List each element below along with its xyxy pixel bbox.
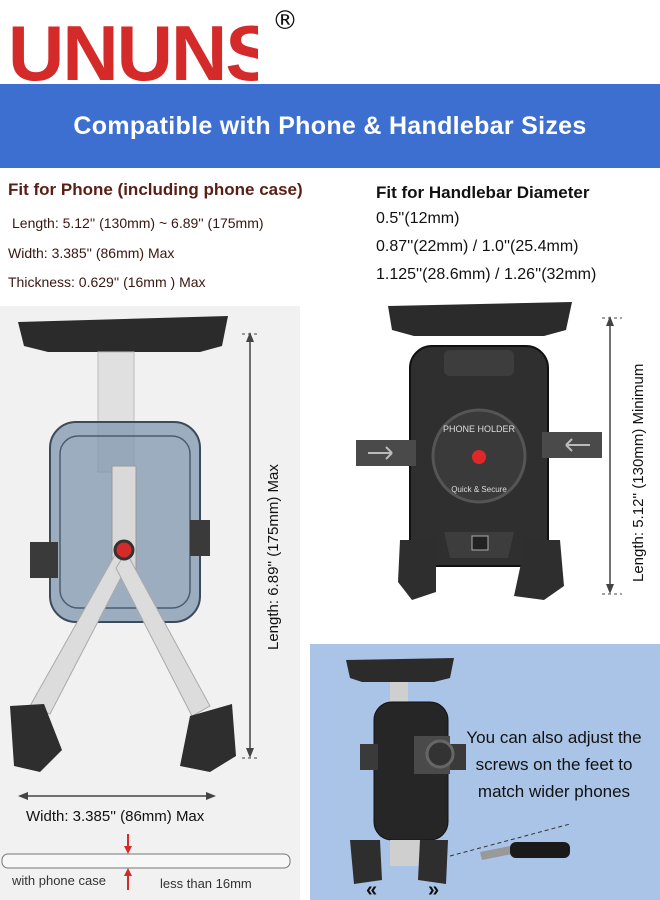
brand-name: UNUNS bbox=[8, 14, 258, 88]
svg-text:Quick & Secure: Quick & Secure bbox=[451, 485, 507, 494]
right-length-label: Length: 5.12'' (130mm) Minimum bbox=[630, 363, 647, 582]
handlebar-size-2: 0.87''(22mm) / 1.0''(25.4mm) bbox=[376, 238, 579, 255]
red-knob bbox=[472, 450, 486, 464]
adjust-right-foot bbox=[418, 840, 448, 884]
phone-width-spec: Width: 3.385'' (86mm) Max bbox=[8, 245, 175, 261]
phone-fit-title: Fit for Phone (including phone case) bbox=[8, 180, 303, 199]
adjust-note: You can also adjust the screws on the fe… bbox=[466, 728, 642, 801]
left-foot bbox=[10, 704, 62, 772]
extended-holder-illustration bbox=[1, 316, 291, 890]
handlebar-size-1: 0.5''(12mm) bbox=[376, 210, 460, 227]
phone-length-spec: Length: 5.12'' (130mm) ~ 6.89'' (175mm) bbox=[12, 215, 264, 231]
screwdriver bbox=[510, 842, 570, 858]
svg-text:«: « bbox=[366, 879, 377, 900]
right-foot bbox=[180, 704, 236, 772]
left-width-label: Width: 3.385'' (86mm) Max bbox=[26, 808, 205, 825]
handlebar-size-3: 1.125''(28.6mm) / 1.26''(32mm) bbox=[376, 266, 597, 283]
handlebar-fit-title: Fit for Handlebar Diameter bbox=[376, 183, 590, 202]
thickness-label: less than 16mm bbox=[160, 876, 252, 891]
svg-text:»: » bbox=[428, 879, 439, 900]
svg-text:PHONE HOLDER: PHONE HOLDER bbox=[443, 424, 516, 434]
left-length-label: Length: 6.89'' (175mm) Max bbox=[265, 464, 282, 650]
compact-top-clamp bbox=[388, 302, 572, 336]
phone-thickness-spec: Thickness: 0.629'' (16mm ) Max bbox=[8, 274, 206, 290]
compact-holder-illustration: PHONE HOLDER Quick & Secure bbox=[356, 302, 622, 600]
adjust-feet-illustration: « » bbox=[346, 658, 571, 900]
center-knob bbox=[113, 539, 135, 561]
case-label: with phone case bbox=[12, 873, 106, 888]
title-banner: Compatible with Phone & Handlebar Sizes bbox=[0, 84, 660, 168]
brand-logo: UNUNS bbox=[8, 14, 258, 88]
compact-right-foot bbox=[514, 540, 564, 600]
registered-mark: ® bbox=[272, 6, 298, 36]
adjust-left-foot bbox=[350, 840, 382, 884]
banner-title: Compatible with Phone & Handlebar Sizes bbox=[73, 111, 587, 140]
top-clamp bbox=[18, 316, 228, 352]
compact-left-foot bbox=[398, 540, 436, 600]
